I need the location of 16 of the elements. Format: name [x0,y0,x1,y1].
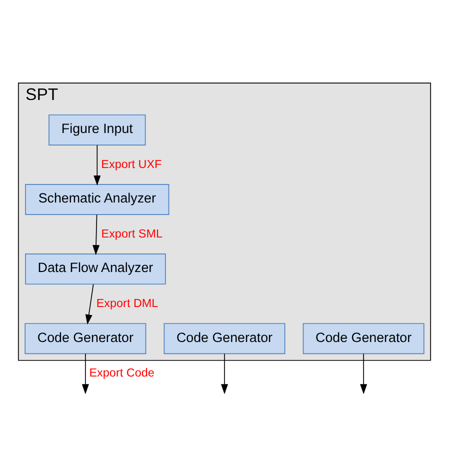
node-box: Figure Input [48,114,146,146]
node-box: Data Flow Analyzer [25,254,166,285]
arrow [92,214,100,256]
edge-label: Export DML [96,296,158,310]
edge-label: Export SML [101,227,162,240]
arrow [220,353,228,394]
edge-label: Export UXF [101,158,162,171]
node-box: Code Generator [302,323,424,354]
arrow [85,284,94,325]
node-box: Code Generator [24,323,146,354]
arrow [82,353,89,394]
arrow [360,353,368,394]
arrow [94,144,101,186]
node-box: Code Generator [164,323,286,354]
node-box: Schematic Analyzer [25,184,170,215]
edge-label: Export Code [89,366,154,380]
